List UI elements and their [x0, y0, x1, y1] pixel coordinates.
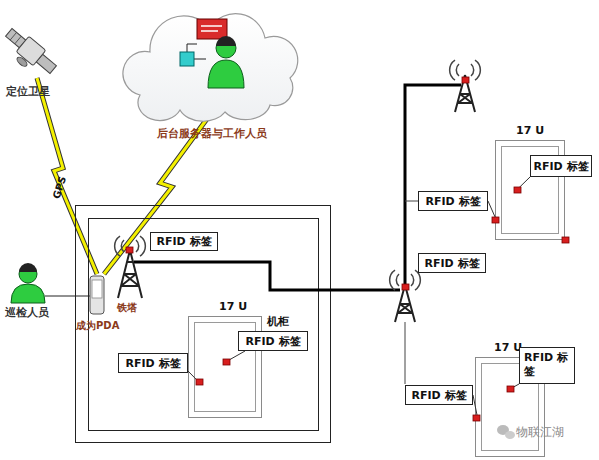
rfid-tag-callout: RFID 标签 — [519, 347, 575, 384]
person-label: 巡检人员 — [5, 305, 49, 320]
monitor-lines — [201, 26, 222, 31]
cloud-shape — [123, 14, 298, 122]
tower-label: 铁塔 — [117, 301, 137, 315]
rfid-tag-dot — [126, 247, 133, 253]
inspector-hair — [19, 263, 37, 272]
rfid-tag-dot — [223, 359, 230, 365]
tower-icon — [455, 75, 475, 112]
rfid-tag-callout: RFID 标签 — [405, 385, 473, 405]
rfid-tag-dot — [402, 284, 409, 290]
pda-screen — [92, 280, 102, 298]
callout-text: RFID 标签 — [524, 351, 570, 379]
tower-icon — [118, 250, 142, 298]
room-inner-wall — [89, 219, 319, 431]
staff-body — [208, 60, 244, 88]
callout-text: RFID 标签 — [156, 234, 211, 249]
radio-waves — [390, 270, 421, 290]
rfid-tag-dot — [514, 187, 521, 193]
handheld-link — [45, 296, 90, 297]
rfid-tag-dot — [462, 77, 469, 83]
link-label: GPS — [51, 175, 68, 200]
inspector-body — [11, 284, 45, 303]
cabinet-name: 机柜 — [267, 314, 289, 329]
leader-line — [517, 177, 530, 190]
watermark: 物联江湖 — [516, 424, 564, 441]
rfid-tag-dot — [562, 237, 569, 243]
rfid-tag-callout: RFID 标签 — [418, 191, 488, 211]
cabinet-heading: 17 U — [219, 300, 247, 313]
leader-line — [226, 351, 245, 362]
tower-icon — [395, 285, 415, 322]
rfid-tag-dot — [473, 415, 480, 421]
leader-line — [188, 371, 199, 382]
radio-waves — [450, 60, 481, 80]
pda-device — [90, 276, 104, 314]
rfid-tag-callout: RFID 标签 — [238, 331, 308, 351]
callout-text: RFID 标签 — [125, 356, 180, 371]
rfid-tag-dot — [196, 379, 203, 385]
callout-text: RFID 标签 — [425, 194, 480, 209]
device-label: 成为PDA — [76, 319, 119, 333]
watermark-icon — [505, 431, 515, 439]
rfid-tag-dot — [507, 386, 514, 392]
backbone-cable — [134, 262, 400, 290]
rfid-tag-callout: RFID 标签 — [150, 232, 218, 251]
server-monitor — [197, 19, 227, 39]
staff-hair — [216, 36, 236, 46]
radio-waves — [115, 236, 146, 256]
rfid-tag-callout: RFID 标签 — [418, 253, 486, 273]
callout-text: RFID 标签 — [411, 388, 466, 403]
callout-text: RFID 标签 — [533, 159, 588, 174]
satellite-icon — [0, 25, 60, 83]
rfid-tag-dot — [492, 217, 499, 223]
cabinet-heading: 17 U — [494, 341, 522, 354]
leader-line — [488, 201, 496, 220]
leader-line — [473, 395, 478, 419]
satellite-dish — [15, 56, 28, 68]
callout-text: RFID 标签 — [245, 334, 300, 349]
cloud-label: 后台服务器与工作人员 — [157, 126, 267, 141]
satellite-label: 定位卫星 — [6, 84, 50, 99]
room-outer-wall — [76, 206, 331, 443]
leader-line — [510, 384, 519, 389]
cabinet-heading: 17 U — [516, 124, 544, 137]
callout-text: RFID 标签 — [424, 256, 479, 271]
rfid-tag-callout: RFID 标签 — [118, 353, 188, 373]
rfid-tag-callout: RFID 标签 — [530, 155, 592, 177]
terminal-box — [180, 52, 194, 66]
